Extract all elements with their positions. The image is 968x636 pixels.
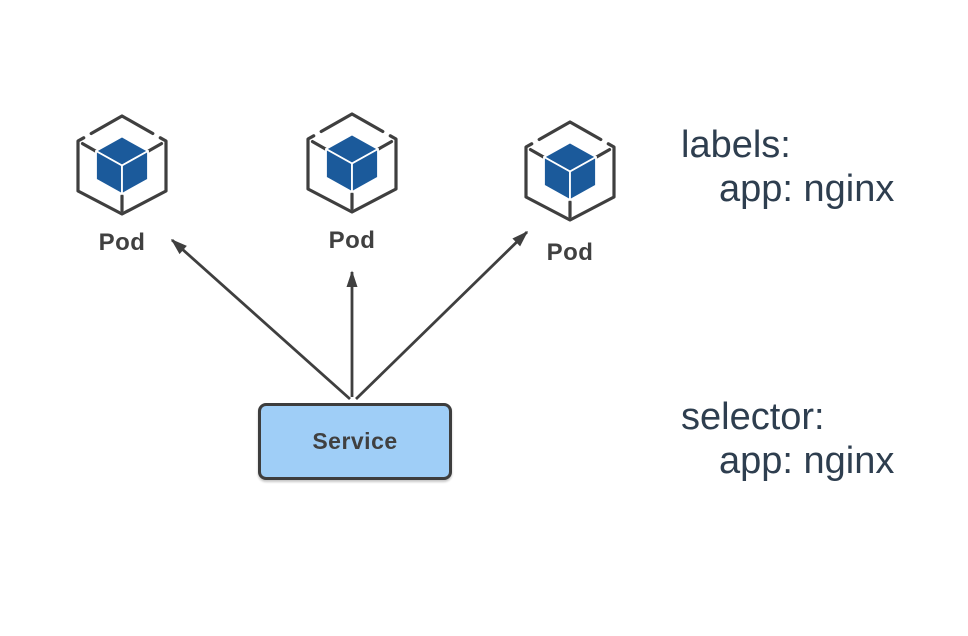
selector-annotation-line2: app: nginx	[719, 440, 895, 482]
pod-node-2: Pod	[304, 111, 400, 253]
pod-icon	[76, 114, 168, 216]
service-node: Service	[258, 403, 452, 480]
arrow-service-to-pod-1	[170, 238, 351, 401]
labels-annotation-line1: labels:	[681, 124, 791, 166]
service-label: Service	[312, 428, 398, 454]
selector-annotation: selector: app: nginx	[681, 395, 894, 483]
pod-node-1: Pod	[74, 113, 170, 255]
pod-node-3: Pod	[522, 119, 618, 265]
labels-annotation-line2: app: nginx	[719, 168, 895, 210]
pod-label: Pod	[98, 229, 146, 256]
pod-label: Pod	[546, 239, 594, 266]
pod-icon	[524, 120, 616, 222]
pod-icon	[306, 112, 398, 214]
arrow-service-to-pod-3	[355, 230, 529, 401]
labels-annotation: labels: app: nginx	[681, 123, 894, 211]
selector-annotation-line1: selector:	[681, 396, 825, 438]
pod-label: Pod	[328, 227, 376, 254]
